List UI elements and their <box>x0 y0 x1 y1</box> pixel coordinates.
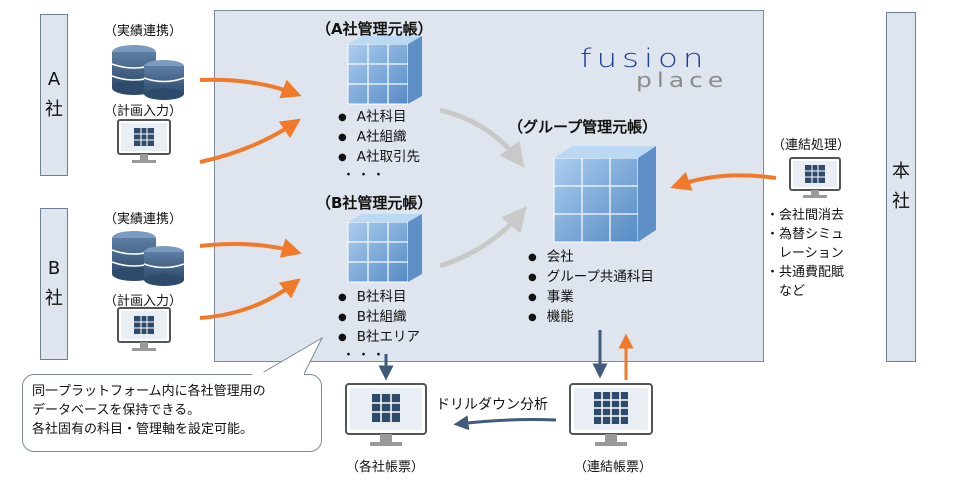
ledger-a-title: （A社管理元帳） <box>316 20 433 38</box>
arrow-b-to-group <box>439 206 527 269</box>
cube-icon-b <box>347 214 422 283</box>
callout-line: 各社固有の科目・管理軸を設定可能。 <box>32 422 254 437</box>
honsha-box: 本 社 <box>886 12 916 362</box>
monitor-icon-a-plan <box>117 119 171 163</box>
cube-icon-a <box>347 36 422 105</box>
a-plan-label: （計画入力） <box>104 104 183 119</box>
group-ledger-title: （グループ管理元帳） <box>508 118 658 136</box>
company-b-label-2: 社 <box>45 288 63 309</box>
honsha-label-2: 社 <box>892 191 910 212</box>
company-report-label: （各社帳票） <box>346 460 425 475</box>
cube-icon-group <box>553 146 656 243</box>
callout-line: データベースを保持できる。 <box>32 403 201 418</box>
callout-box <box>22 374 322 452</box>
group-ledger-list: 会社 グループ共通科目 事業 機能 <box>528 248 654 328</box>
company-a-box: A 社 <box>40 14 68 176</box>
monitor-icon-consolidation <box>789 157 841 198</box>
ledger-b-list: B社科目 B社組織 B社エリア <box>338 288 420 348</box>
monitor-icon-consolidated-report <box>569 383 653 446</box>
ledger-b-item: B社エリア <box>338 328 420 348</box>
database-icon-a <box>111 45 185 100</box>
consolidation-note: ・共通費配賦 <box>766 265 845 280</box>
company-b-label-1: B <box>47 258 61 279</box>
a-actual-label: （実績連携） <box>104 24 183 39</box>
ledger-b-item: B社科目 <box>338 288 420 308</box>
company-a-label-2: 社 <box>45 99 63 120</box>
group-ledger-item: 事業 <box>528 288 654 308</box>
place-logo-text: place <box>636 68 729 92</box>
ledger-a-list: A社科目 A社組織 A社取引先 <box>338 108 420 168</box>
ledger-a-ellipsis: ・・・ <box>342 168 388 183</box>
arrow-a-to-group <box>439 107 525 168</box>
company-a-label-1: A <box>47 69 61 90</box>
arrow-drilldown <box>453 415 557 431</box>
drilldown-label: ドリルダウン分析 <box>436 397 548 413</box>
callout-line: 同一プラットフォーム内に各社管理用の <box>32 384 266 399</box>
consolidation-note: ・為替シミュ <box>766 227 845 242</box>
ledger-b-item: B社組織 <box>338 308 420 328</box>
b-actual-label: （実績連携） <box>104 212 183 227</box>
callout-text: 同一プラットフォーム内に各社管理用の データベースを保持できる。 各社固有の科目… <box>32 382 266 439</box>
honsha-label-1: 本 <box>892 161 910 182</box>
group-ledger-item: 機能 <box>528 308 654 328</box>
consolidated-report-label: （連結帳票） <box>574 460 653 475</box>
group-ledger-item: グループ共通科目 <box>528 268 654 288</box>
consolidation-notes: ・会社間消去 ・為替シミュ レーション ・共通費配賦 など <box>766 206 844 301</box>
consolidation-note: ・会社間消去 <box>766 208 845 223</box>
arrow-a-actual <box>199 77 302 99</box>
callout-joint <box>252 372 304 376</box>
ledger-a-item: A社組織 <box>338 128 420 148</box>
monitor-icon-company-report <box>345 383 427 446</box>
arrow-consolidation <box>670 171 777 191</box>
b-plan-label: （計画入力） <box>104 294 183 309</box>
arrow-b-plan <box>199 278 301 320</box>
company-b-box: B 社 <box>40 208 68 360</box>
ledger-b-title: （B社管理元帳） <box>316 194 433 212</box>
monitor-icon-b-plan <box>117 307 171 351</box>
consolidation-note: など <box>766 284 806 299</box>
consolidation-note: レーション <box>766 246 844 261</box>
fusion-logo-text: fusion <box>580 44 709 74</box>
arrow-a-plan <box>199 118 301 164</box>
ledger-b-ellipsis: ・・・ <box>342 348 388 363</box>
consolidation-title: （連結処理） <box>772 138 851 153</box>
ledger-a-item: A社科目 <box>338 108 420 128</box>
group-ledger-item: 会社 <box>528 248 654 268</box>
database-icon-b <box>111 231 185 286</box>
ledger-a-item: A社取引先 <box>338 148 420 168</box>
arrow-b-actual <box>199 238 302 258</box>
